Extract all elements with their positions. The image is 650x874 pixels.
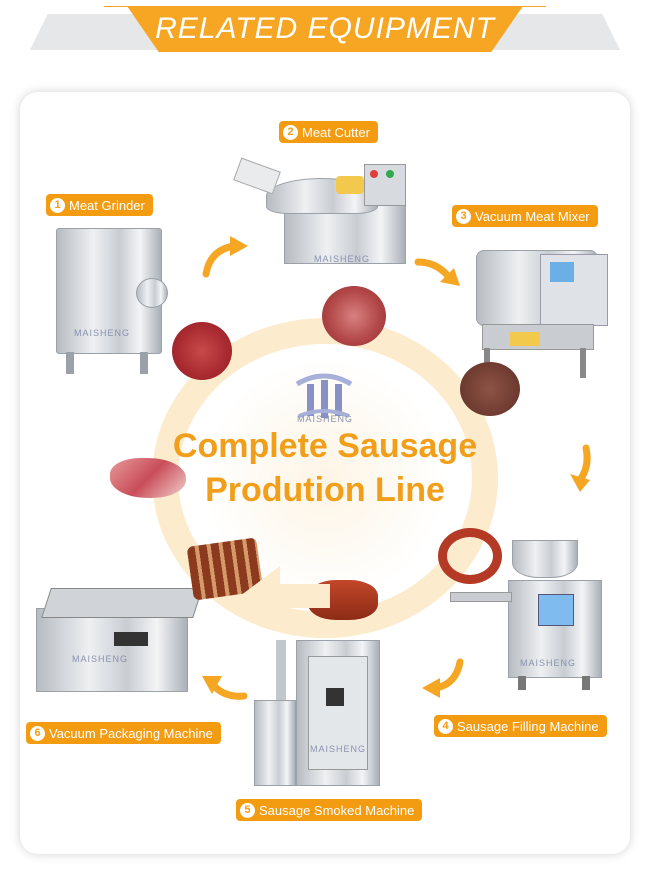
watermark-text: MAISHENG (74, 328, 131, 338)
meat-cutter-image: MAISHENG (233, 156, 406, 268)
arrow-2-to-3-icon (414, 258, 460, 286)
step-number: 2 (283, 124, 298, 140)
watermark-text: MAISHENG (520, 658, 577, 668)
sausage-filling-machine-image: MAISHENG (450, 540, 610, 690)
step-sausage-filling-machine: 4 Sausage Filling Machine (434, 715, 607, 737)
center-title: Complete Sausage Prodution Line (0, 424, 650, 512)
step-label: Meat Grinder (69, 197, 145, 213)
step-number: 1 (50, 197, 65, 213)
step-number: 5 (240, 802, 255, 818)
step-vacuum-packaging-machine: 6 Vacuum Packaging Machine (26, 722, 221, 744)
minced-meat-image (322, 286, 386, 346)
mixed-meat-image (460, 362, 520, 416)
center-title-line1: Complete Sausage (172, 427, 478, 465)
arrow-5-to-6-icon (202, 676, 248, 700)
watermark-text: MAISHENG (314, 254, 371, 264)
center-brand: MAISHENG (296, 414, 353, 424)
step-number: 6 (30, 725, 45, 741)
ground-meat-image (172, 322, 232, 380)
center-title-line2: Prodution Line (205, 471, 445, 509)
header-title: RELATED EQUIPMENT (155, 12, 495, 45)
step-label: Vacuum Meat Mixer (475, 208, 590, 224)
watermark-text: MAISHENG (72, 654, 129, 664)
ring-arrow-icon (240, 566, 330, 626)
arrow-1-to-2-icon (202, 236, 248, 278)
arrow-4-to-5-icon (422, 658, 464, 698)
step-number: 4 (438, 718, 453, 734)
step-label: Sausage Smoked Machine (259, 802, 415, 818)
step-vacuum-meat-mixer: 3 Vacuum Meat Mixer (452, 205, 598, 227)
watermark-text: MAISHENG (310, 744, 367, 754)
step-meat-cutter: 2 Meat Cutter (279, 121, 378, 143)
step-label: Meat Cutter (302, 124, 370, 140)
arrow-3-to-4-icon (570, 444, 591, 492)
step-label: Vacuum Packaging Machine (49, 725, 213, 741)
sausage-coil-image (438, 528, 502, 584)
vacuum-meat-mixer-image (470, 232, 610, 380)
step-number: 3 (456, 208, 471, 224)
maisheng-logo-icon (295, 373, 353, 418)
vacuum-packaging-machine-image: MAISHENG (32, 578, 203, 694)
step-label: Sausage Filling Machine (457, 718, 599, 734)
raw-meat-image (110, 458, 186, 498)
sausage-smoked-machine-image: MAISHENG (252, 640, 382, 786)
header-banner: RELATED EQUIPMENT (127, 6, 523, 52)
meat-grinder-image: MAISHENG (56, 228, 168, 378)
step-sausage-smoked-machine: 5 Sausage Smoked Machine (236, 799, 423, 821)
step-meat-grinder: 1 Meat Grinder (46, 194, 153, 216)
